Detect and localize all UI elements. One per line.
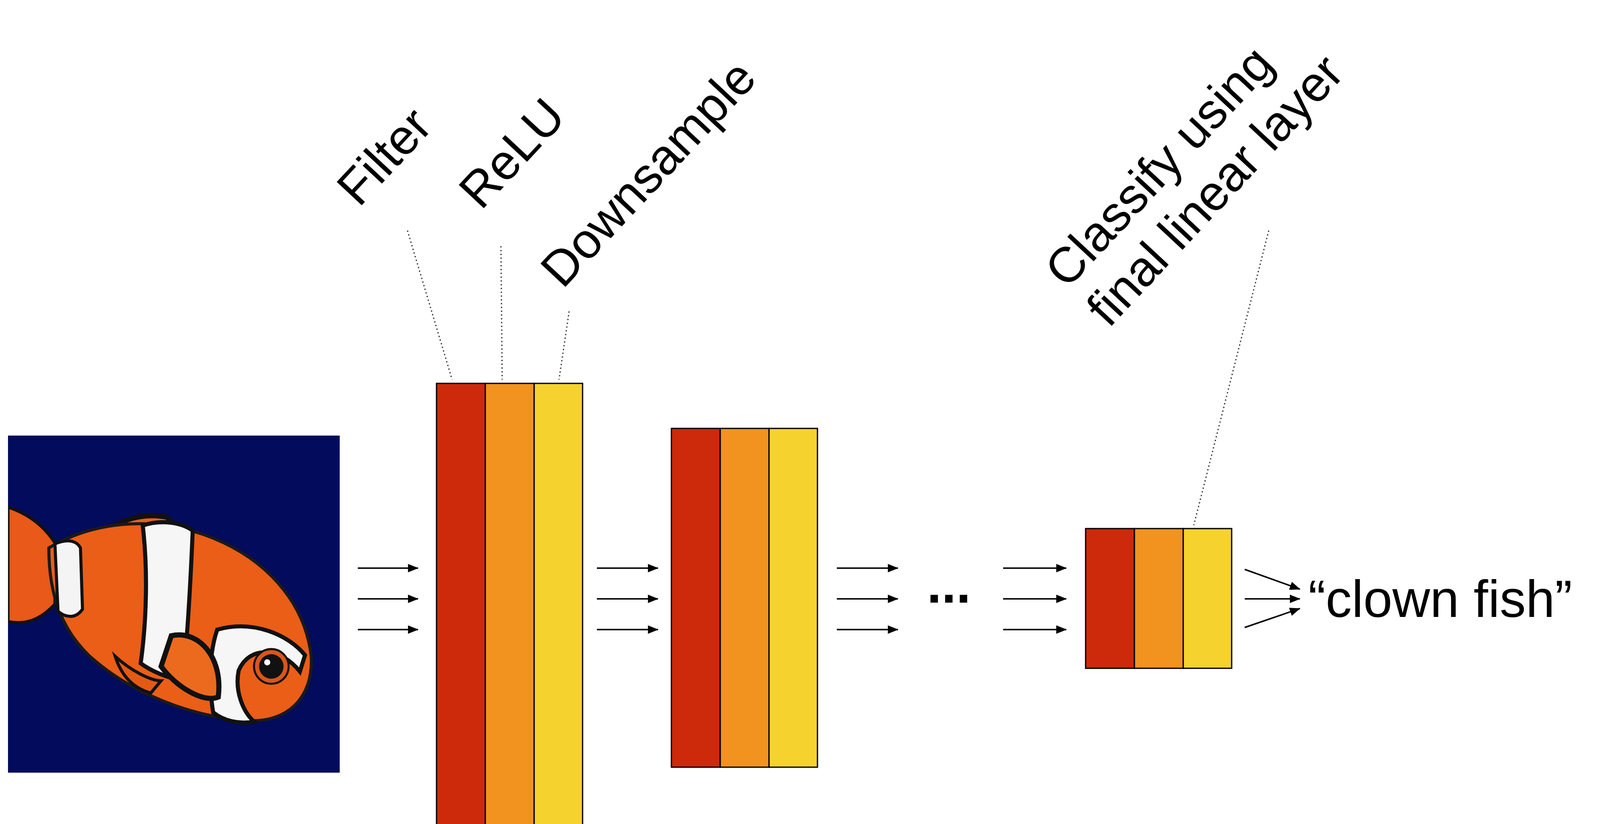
clownfish-photo	[7, 435, 340, 773]
layer-block	[671, 428, 818, 768]
ellipsis-mark: ...	[926, 558, 971, 611]
step-label: ReLU	[447, 87, 577, 220]
step-label: Filter	[325, 96, 443, 217]
output-label: “clown fish”	[1308, 569, 1573, 630]
step-label: Classify using final linear layer	[1033, 0, 1362, 337]
layer-block	[1085, 528, 1232, 669]
flow-arrows	[357, 568, 1300, 630]
layer-block	[436, 383, 583, 824]
step-label: Downsample	[529, 49, 767, 299]
